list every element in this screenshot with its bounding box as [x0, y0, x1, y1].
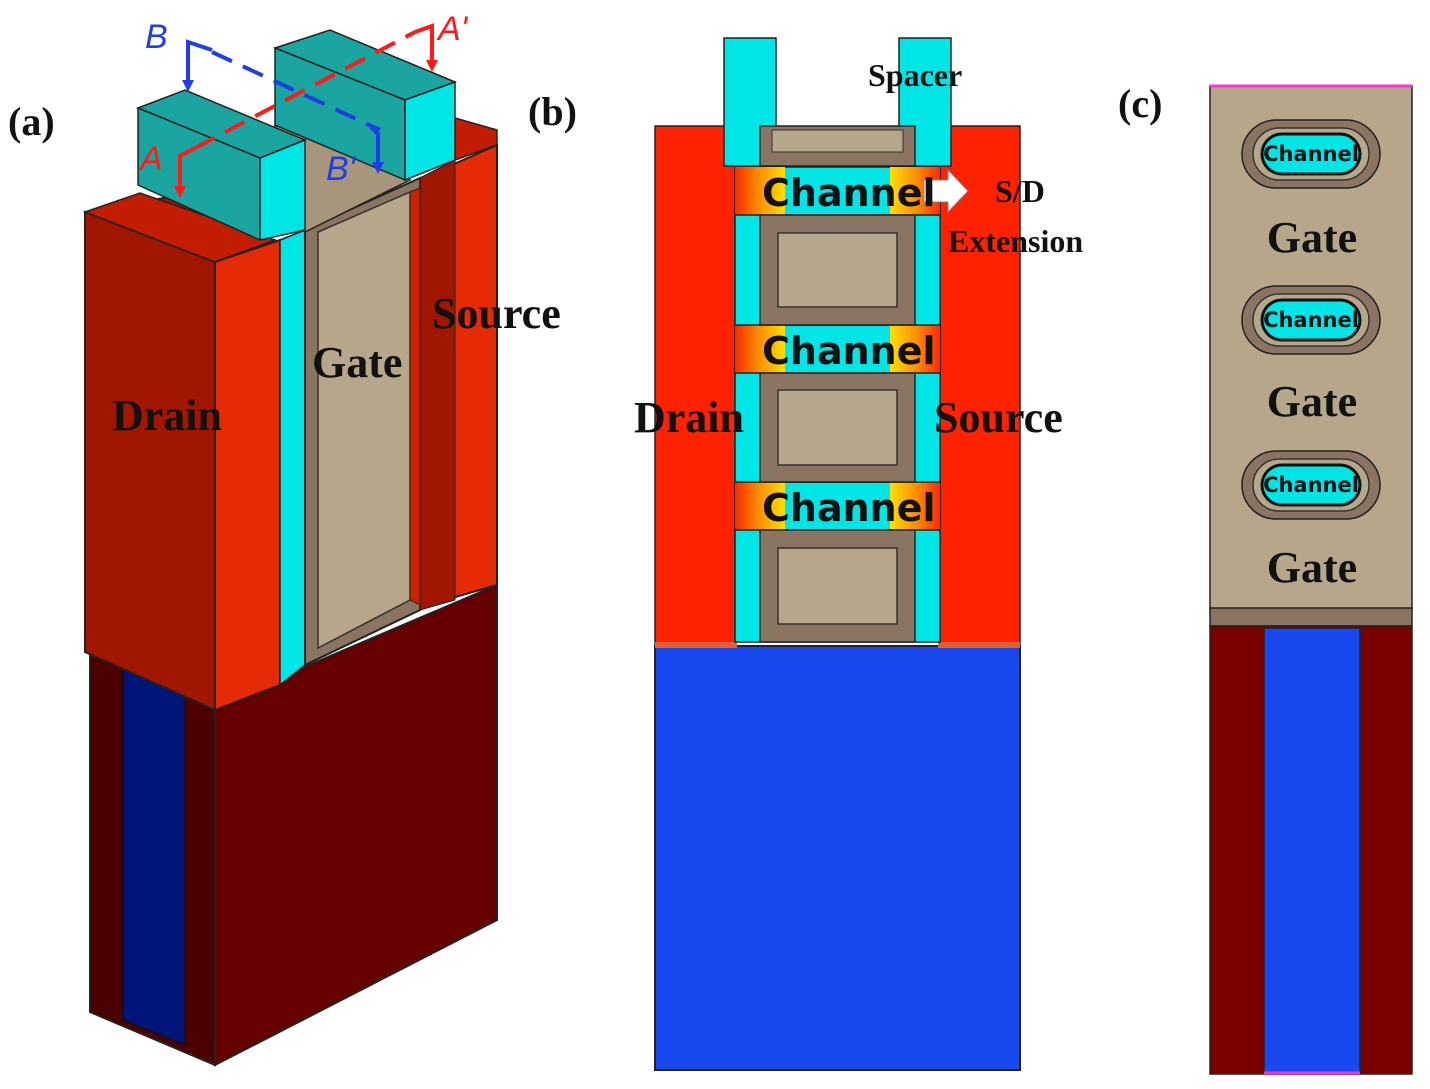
- spacer-left: [279, 228, 306, 687]
- channel-label-b-1: Channel: [762, 171, 936, 215]
- gate-label-c-1: Gate: [1267, 213, 1357, 262]
- gate-bottom-liner: [1209, 607, 1413, 627]
- drain-front-face: [84, 210, 216, 712]
- buried-oxide-face: [122, 666, 186, 1047]
- panel-b: (b) Spacer Channel Channel Channel S/D E…: [528, 37, 1083, 1071]
- label-drain-a: Drain: [112, 391, 222, 440]
- source-back-face: [419, 159, 456, 611]
- channel-label-b-3: Channel: [762, 486, 936, 530]
- panel-label-b: (b): [528, 89, 577, 134]
- drain-region: [654, 125, 736, 647]
- substrate-front-face: [214, 583, 498, 1067]
- drain-side-face: [214, 238, 281, 712]
- spacer-bar-back-right: [404, 80, 456, 182]
- cut-line-a: [174, 23, 438, 198]
- label-source-a: Source: [432, 289, 561, 338]
- drain-top-face: [82, 192, 278, 263]
- gate-stack-1: [734, 214, 941, 326]
- panel-label-a: (a): [8, 99, 55, 144]
- nanowire-3: [1241, 450, 1381, 520]
- channel-label-c-1: Channel: [1263, 142, 1359, 166]
- buried-oxide-c: [1263, 627, 1361, 1075]
- label-gate-a: Gate: [312, 338, 402, 387]
- nanowire-1: [1241, 119, 1381, 189]
- label-drain-b: Drain: [634, 393, 744, 442]
- gate-stack-2: [734, 372, 941, 483]
- gate-stack-3: [734, 529, 941, 643]
- source-region: [939, 125, 1021, 647]
- source-left-face: [409, 187, 421, 606]
- panel-label-c: (c): [1118, 81, 1162, 126]
- spacer-bar-front-right: [259, 138, 306, 241]
- channel-label-b-2: Channel: [762, 329, 936, 373]
- cut-line-b: [182, 39, 384, 174]
- cut-label-a-prime: A': [436, 10, 469, 48]
- gate-label-c-2: Gate: [1267, 377, 1357, 426]
- channel-label-c-2: Channel: [1263, 308, 1359, 332]
- channel-label-c-3: Channel: [1263, 473, 1359, 497]
- nanowire-2: [1241, 285, 1381, 355]
- bulk-region: [654, 645, 1021, 1071]
- panel-a: (a) B B' A A' Drain Gate Source: [8, 10, 561, 1067]
- cut-label-b: B: [145, 18, 168, 56]
- label-extension: Extension: [948, 223, 1083, 259]
- panel-c: (c) Channel Channel Channel Gate Gate Ga…: [1118, 81, 1413, 1075]
- cut-label-a: A: [138, 140, 163, 178]
- cut-label-b-prime: B': [326, 150, 357, 188]
- label-source-b: Source: [934, 393, 1063, 442]
- channel-3: [734, 481, 941, 531]
- label-spacer: Spacer: [868, 57, 962, 93]
- sd-extension-arrow: [923, 168, 969, 214]
- label-sd: S/D: [995, 173, 1045, 209]
- gate-inner-face: [317, 190, 411, 650]
- gate-label-c-3: Gate: [1267, 543, 1357, 592]
